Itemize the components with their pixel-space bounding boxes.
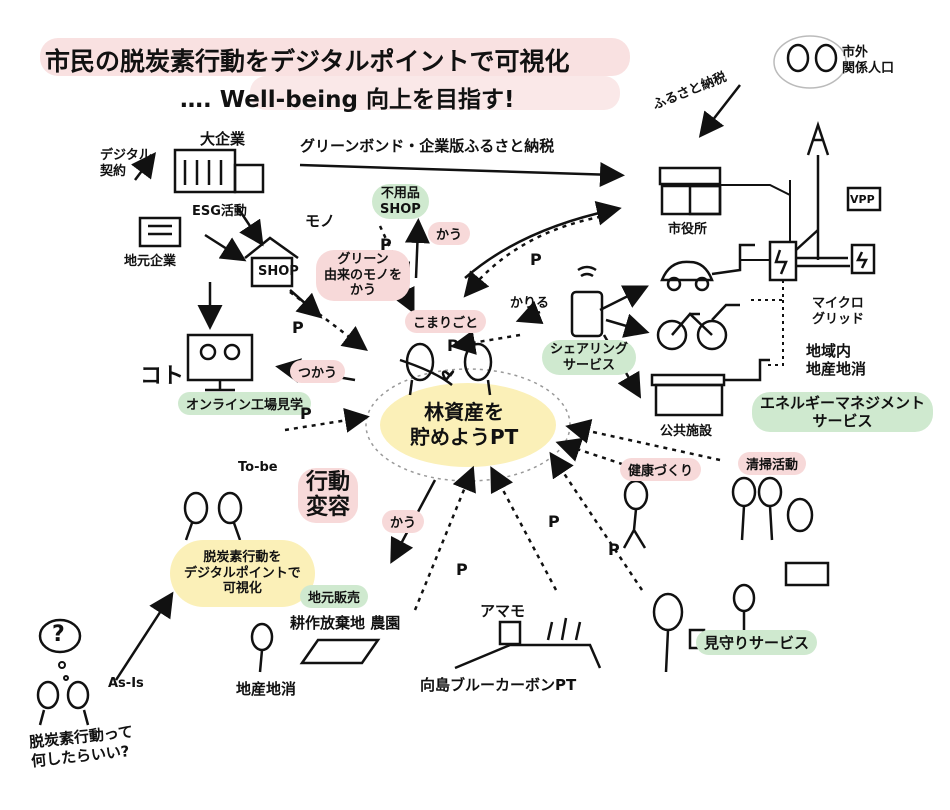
shop-house-icon	[244, 236, 299, 288]
vpp-box	[846, 186, 882, 212]
unused-shop-label: 不用品 SHOP	[372, 184, 429, 220]
local-sales-label: 地元販売	[300, 585, 369, 608]
share-service-label: シェアリング サービス	[542, 340, 637, 376]
esg-label: ESG活動	[192, 204, 247, 219]
to-be-people-icon	[183, 491, 243, 541]
bicycle-icon	[656, 303, 740, 351]
blue-carbon-label: 向島ブルーカーボンPT	[420, 676, 577, 694]
rent-label: かりる	[510, 296, 550, 311]
amamo-label: アマモ	[480, 602, 526, 620]
health-person-icon	[622, 479, 649, 549]
title-line-2: …. Well-being 向上を目指す!	[180, 87, 515, 113]
mono-label: モノ	[305, 212, 336, 230]
abandoned-farm-label: 耕作放棄地 農園	[290, 614, 401, 632]
cleanup-label: 清掃活動	[738, 452, 807, 475]
local-company-label: 地元企業	[124, 254, 177, 269]
point-label: P	[447, 336, 459, 355]
buy-top-label: かう	[428, 222, 471, 245]
point-label: P	[300, 404, 312, 423]
power-tower-icon	[806, 121, 830, 260]
digital-viz-label: 脱炭素行動を デジタルポイントで 可視化	[170, 540, 315, 607]
green-goods-label: グリーン 由来のモノを かう	[316, 250, 411, 301]
watch-people-icon	[652, 561, 830, 673]
subtitle-highlight	[250, 76, 620, 110]
energy-service-label: エネルギーマネジメント サービス	[752, 392, 934, 432]
as-is-person-icon	[36, 618, 90, 726]
behavior-change-label: 行動 変容	[298, 468, 359, 523]
non-resident-people-icon	[773, 35, 847, 89]
microgrid-label: マイクロ グリッド	[812, 296, 865, 327]
point-label: P	[456, 560, 468, 579]
health-label: 健康づくり	[620, 458, 702, 481]
center-highlight	[380, 383, 556, 467]
point-label: P	[292, 318, 304, 337]
car-icon	[660, 243, 755, 292]
cleanup-people-icon	[731, 476, 814, 541]
online-tour-monitor	[186, 333, 254, 392]
shop-label: SHOP	[258, 264, 299, 279]
public-facility-icon	[650, 358, 770, 417]
local-company-building	[138, 216, 182, 248]
large-company-building	[173, 148, 265, 194]
title-highlight	[40, 38, 630, 76]
point-label: P	[608, 540, 620, 559]
point-label: P	[380, 235, 392, 254]
grid-panel	[768, 229, 850, 282]
amamo-boat-icon	[454, 617, 602, 670]
center-project-label: 林資産を 貯めようPT	[410, 400, 519, 449]
grid-line	[740, 180, 791, 261]
vpp-label: VPP	[850, 193, 875, 206]
green-bond-label: グリーンボンド・企業版ふるさと納税	[300, 137, 555, 155]
grid-line-2	[720, 184, 791, 196]
regional-production-label: 地域内 地産地消	[806, 342, 867, 378]
tsukau-label: つかう	[290, 360, 346, 383]
grid-dotted-1	[750, 280, 784, 301]
public-facility-label: 公共施設	[660, 424, 713, 439]
producer-label: 地産地消	[236, 680, 297, 698]
dotted-arrows	[284, 213, 721, 611]
point-label: P	[530, 250, 542, 269]
point-label: P	[548, 512, 560, 531]
title-line-1: 市民の脱炭素行動をデジタルポイントで可視化	[45, 47, 570, 76]
kau-label: かう	[382, 510, 425, 533]
koto-label: コト	[140, 364, 185, 389]
battery-icon	[850, 243, 876, 275]
as-is-label: As-Is	[108, 676, 144, 691]
city-hall-label: 市役所	[668, 222, 708, 237]
thought-cloud-icon	[58, 661, 69, 681]
digital-contract-label: デジタル 契約	[100, 148, 152, 179]
komarigoto-label: こまりごと	[405, 310, 487, 333]
city-hall-icon	[658, 166, 722, 216]
non-resident-label: 市外 関係人口	[842, 45, 895, 76]
farmer-icon	[250, 622, 381, 673]
large-company-label: 大企業	[200, 130, 246, 148]
center-people-icon	[399, 342, 493, 396]
question-mark: ?	[52, 622, 65, 647]
smartphone-icon	[570, 265, 604, 338]
online-tour-label: オンライン工場見学	[178, 392, 312, 415]
watch-service-label: 見守りサービス	[696, 630, 818, 655]
grid-dotted-2	[765, 300, 784, 366]
to-be-label: To-be	[238, 460, 278, 475]
